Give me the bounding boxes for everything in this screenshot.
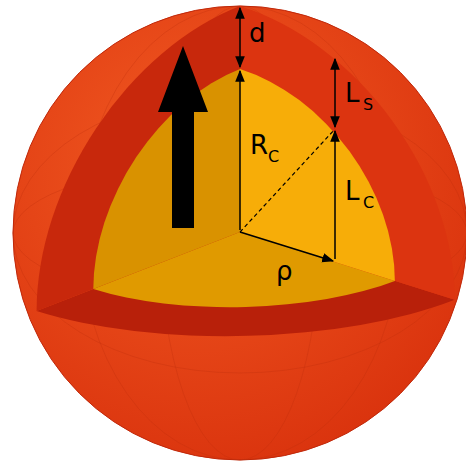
dimension-label: L (345, 178, 360, 204)
dimension-subscript: C (268, 149, 279, 165)
dimension-subscript: S (363, 97, 373, 113)
dimension-subscript: C (363, 195, 374, 211)
rotation-arrow (158, 46, 208, 228)
d-dimension (239, 8, 241, 67)
rc-dimension (239, 71, 241, 230)
dimension-label: L (345, 80, 360, 106)
core-right-face (240, 69, 395, 281)
dimension-label: d (249, 20, 266, 46)
sphere-grid (13, 6, 466, 460)
dimension-label: R (250, 132, 268, 158)
rho-dimension (240, 232, 333, 261)
ls-dimension (334, 59, 336, 127)
dimension-label: ρ (276, 258, 293, 284)
rc-dashed-radius (240, 129, 335, 232)
lc-dimension (334, 131, 336, 259)
outer-sphere (13, 6, 466, 460)
